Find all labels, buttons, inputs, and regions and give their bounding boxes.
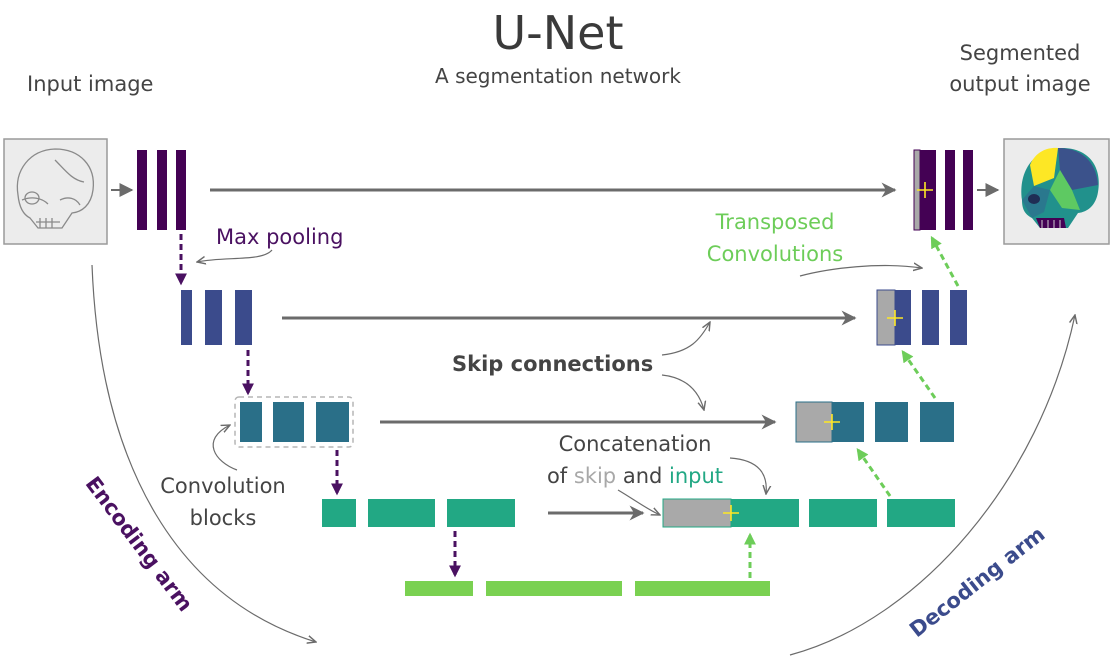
plus-marker	[917, 182, 933, 198]
conv-line1: Convolution	[160, 474, 286, 498]
encoder-level4-blocks	[322, 499, 515, 527]
output-label-line1: Segmented	[959, 41, 1081, 65]
decoder-level2-blocks	[876, 289, 967, 346]
max-pooling-label: Max pooling	[216, 225, 344, 249]
max-pooling-arrows	[175, 234, 461, 578]
transposed-line1: Transposed	[715, 210, 835, 234]
annotation-leaders	[91, 249, 1075, 656]
diagram-subtitle: A segmentation network	[435, 64, 681, 88]
encoding-arm-curve	[91, 264, 316, 642]
conv-line2: blocks	[189, 506, 257, 530]
concat-of: of	[546, 464, 574, 488]
plus-marker	[824, 414, 840, 430]
plus-marker	[723, 505, 739, 521]
concat-input: input	[669, 464, 724, 488]
skull-line-drawing-icon	[16, 148, 94, 229]
segmented-skull-icon	[1021, 147, 1099, 228]
diagram-title: U-Net	[492, 6, 624, 60]
transposed-conv-label: Transposed Convolutions	[680, 206, 870, 270]
transposed-line2: Convolutions	[706, 242, 844, 266]
output-image	[1003, 138, 1110, 245]
input-image	[3, 138, 108, 245]
convolution-blocks-label: Convolution blocks	[148, 470, 298, 534]
output-image-label: Segmented output image	[935, 38, 1105, 100]
decoder-level1-blocks	[913, 149, 973, 231]
decoder-level4-blocks	[662, 498, 955, 528]
transposed-conv-arrows	[744, 235, 960, 578]
encoder-level1-blocks	[137, 150, 186, 230]
encoder-level2-blocks	[181, 290, 252, 345]
bottleneck-blocks	[405, 581, 770, 596]
output-label-line2: output image	[949, 72, 1091, 96]
plus-marker	[887, 310, 903, 326]
skip-connection-arrows	[210, 182, 897, 521]
decoding-arm-curve	[789, 315, 1075, 656]
concat-skip: skip	[573, 464, 617, 488]
skip-connections-label: Skip connections	[452, 352, 654, 376]
concat-line1: Concatenation	[558, 432, 712, 456]
convolution-block-outline	[234, 396, 354, 448]
encoder-level3-blocks	[234, 396, 354, 448]
input-image-label: Input image	[27, 72, 154, 96]
concat-line2: of skip and input	[530, 460, 740, 492]
concat-and: and	[616, 464, 670, 488]
concatenation-label: Concatenation of skip and input	[530, 428, 740, 492]
decoder-level3-blocks	[795, 401, 954, 443]
